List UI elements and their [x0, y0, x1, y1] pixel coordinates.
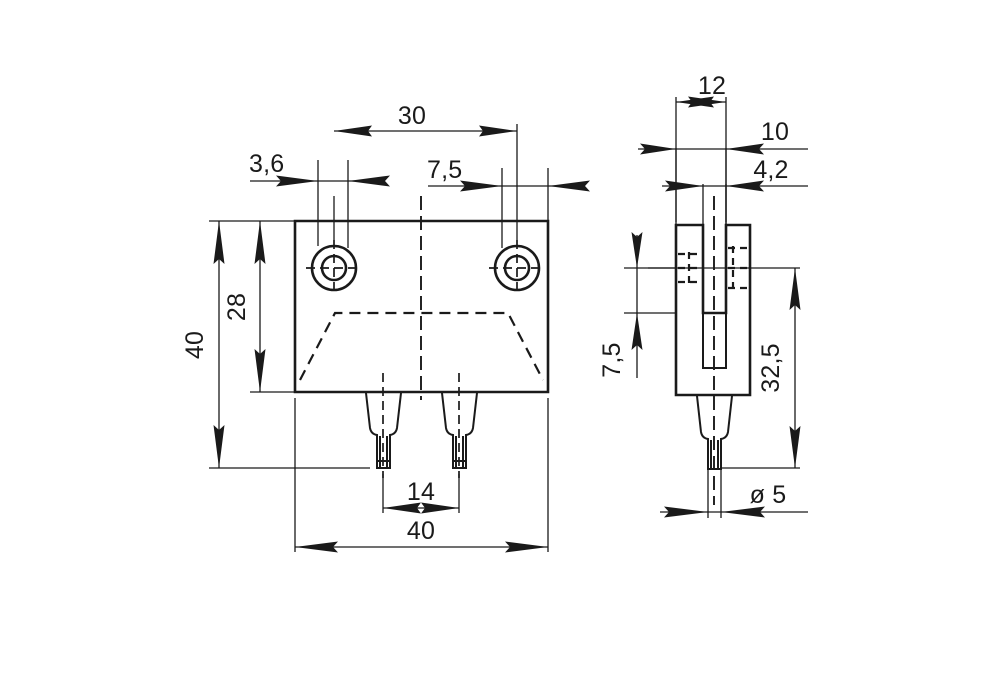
dim-36-label: 3,6	[249, 150, 284, 178]
dim-h28-arrow-bottom	[254, 349, 266, 392]
dim-12-label: 12	[698, 72, 726, 100]
dim-s75-label: 7,5	[598, 342, 626, 377]
dim-front-edge-to-hole-left: 3,6	[249, 150, 390, 248]
dim-h40-arrow-bottom	[213, 425, 225, 468]
dim-front-hole-center-height: 28	[223, 221, 295, 393]
dim-325-arrow-bottom	[789, 426, 801, 468]
front-body-outline	[293, 219, 550, 394]
side-pin-body	[695, 394, 734, 470]
dim-d5-arrow-right	[721, 506, 765, 518]
dim-75-label: 7,5	[427, 156, 462, 184]
front-view	[293, 196, 550, 478]
dim-front-hole-spacing: 30	[333, 102, 518, 240]
dim-front-overall-height: 40	[181, 220, 370, 469]
dim-14-arrow-left	[383, 502, 421, 514]
dim-front-hole-to-edge-right: 7,5	[427, 156, 590, 248]
dim-42-arrow-left	[665, 180, 703, 192]
dim-75-arrow-right	[548, 180, 590, 192]
dim-s75-arrow-top	[631, 232, 643, 268]
dim-side-block-width: 12	[675, 72, 727, 222]
dim-w40-label: 40	[407, 517, 435, 545]
dim-side-offset-right: 10	[638, 118, 808, 225]
dim-h40-label: 40	[181, 331, 209, 359]
front-pin-right-body	[440, 391, 479, 469]
dim-w40-arrow-right	[505, 541, 548, 553]
dim-12-arrow-right	[688, 96, 726, 108]
dim-42-arrow-right	[726, 180, 764, 192]
dim-front-overall-width: 40	[294, 398, 549, 553]
dim-36-arrow-left	[276, 175, 318, 187]
front-pin-left-body	[364, 391, 403, 469]
dim-325-label: 32,5	[757, 343, 785, 392]
dim-side-slot-width: 4,2	[662, 156, 808, 312]
dim-d5-label: ø 5	[750, 481, 787, 509]
dim-h40-arrow-top	[213, 221, 225, 264]
dim-30-arrow-left	[334, 125, 372, 137]
front-internal-cavity	[299, 311, 544, 381]
dim-10-label: 10	[761, 118, 789, 146]
side-body-outline	[674, 223, 752, 397]
dim-75-arrow-left	[460, 180, 502, 192]
dim-d5-arrow-left	[664, 506, 708, 518]
dim-h28-label: 28	[223, 293, 251, 321]
dim-42-label: 4,2	[753, 156, 788, 184]
dim-36-arrow-right	[348, 175, 390, 187]
dim-s75-arrow-bottom	[631, 313, 643, 350]
dim-14-arrow-right	[421, 502, 459, 514]
dim-h28-arrow-top	[254, 221, 266, 264]
dim-front-pin-spacing: 14	[382, 474, 460, 514]
dim-w40-arrow-left	[295, 541, 338, 553]
dim-30-arrow-right	[479, 125, 517, 137]
dim-side-pin-diameter: ø 5	[660, 466, 808, 518]
dim-14-label: 14	[407, 478, 435, 506]
dim-325-arrow-top	[789, 268, 801, 310]
dim-side-body-height: 32,5	[721, 268, 801, 469]
dim-30-label: 30	[398, 102, 426, 130]
dim-10-arrow-left	[640, 143, 676, 155]
dim-side-hole-offset: 7,5	[598, 232, 676, 378]
dim-10-arrow-right	[726, 143, 764, 155]
